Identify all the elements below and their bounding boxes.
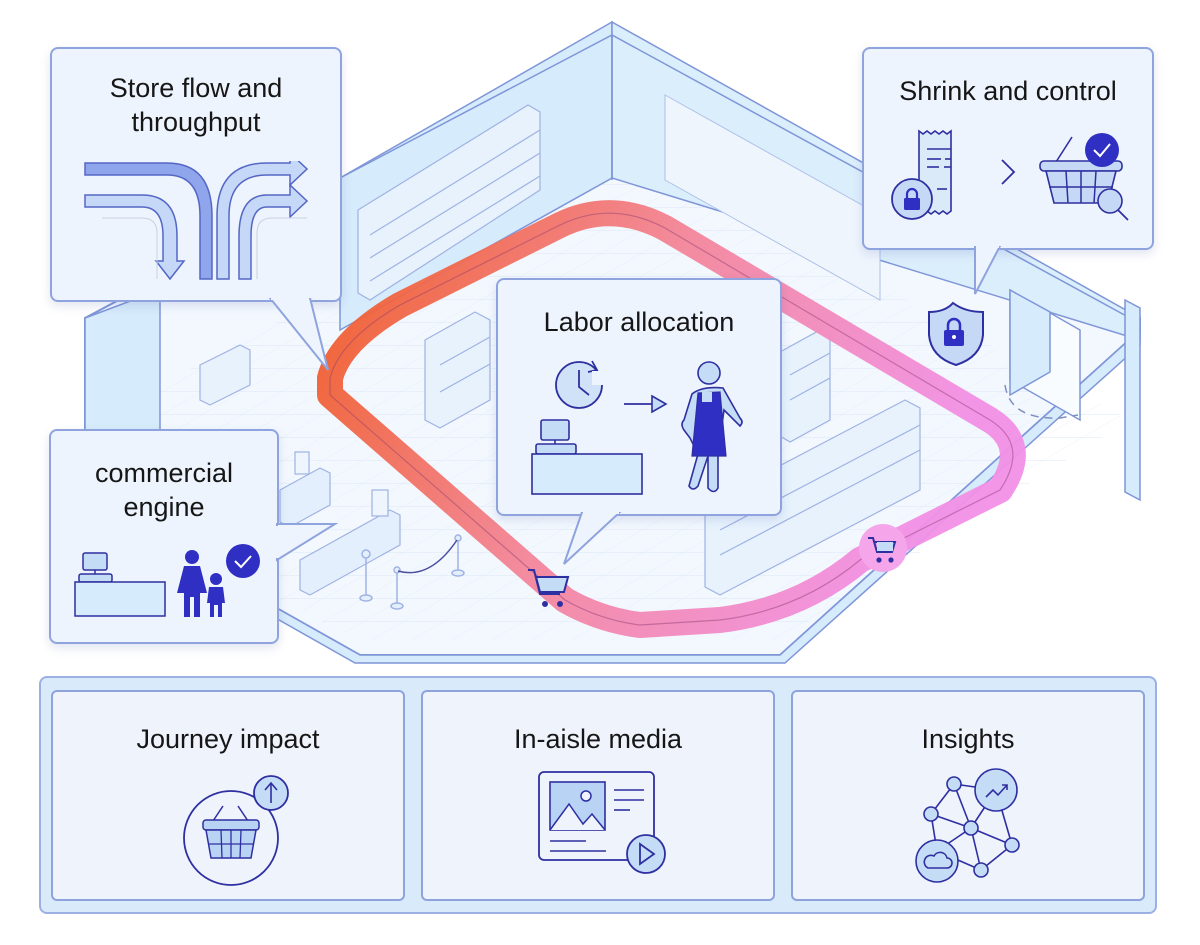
callout-commercial-engine: commercial engine (49, 429, 279, 644)
queue-stanchions (359, 534, 465, 610)
title-line-2: engine (123, 492, 205, 522)
card-insights[interactable]: Insights (791, 690, 1145, 901)
card-insights-title: Insights (921, 724, 1015, 754)
store-entrance-door (1004, 288, 1081, 422)
basket-uplift-icon (183, 775, 289, 886)
check-badge-icon (226, 544, 260, 578)
left-counter (199, 344, 251, 406)
feature-cards-panel: Journey impact In-aisle media Insights (39, 676, 1157, 914)
callout-store-flow: Store flow and throughput (50, 47, 342, 302)
arrow-right-icon (624, 394, 668, 414)
callout-shrink-control: Shrink and control (862, 47, 1154, 250)
checkout-counters (279, 451, 401, 596)
network-insights-icon (915, 768, 1020, 883)
callout-commercial-title: commercial engine (51, 456, 277, 524)
callout-shrink-title: Shrink and control (899, 76, 1117, 106)
callout-labor-allocation: Labor allocation (496, 278, 782, 516)
callout-shrink-pointer (974, 246, 1002, 295)
basket-check-search-icon (1039, 133, 1129, 221)
shopping-cart-icon (868, 537, 897, 563)
media-screen-icon (538, 771, 666, 874)
card-journey-impact[interactable]: Journey impact (51, 690, 405, 901)
customer-journey-path (317, 200, 1026, 638)
clock-refresh-icon (555, 360, 606, 409)
callout-store-flow-title: Store flow and throughput (52, 71, 340, 139)
flow-arrows-icon (84, 161, 309, 281)
chevron-right-icon (1001, 159, 1016, 185)
title-line-1: Store flow and (109, 73, 283, 103)
checkout-counter-icon (74, 552, 166, 617)
locked-receipt-icon (891, 129, 952, 220)
card-in-aisle-media[interactable]: In-aisle media (421, 690, 775, 901)
staff-apron-icon (681, 361, 743, 493)
title-line-1: commercial (94, 458, 234, 488)
family-icon (177, 550, 225, 617)
callout-store-flow-pointer (268, 298, 329, 371)
shield-lock-marker (928, 301, 984, 367)
callout-commercial-pointer (275, 523, 339, 562)
callout-labor-title: Labor allocation (543, 307, 735, 337)
back-wall-shelf (357, 104, 541, 301)
cart-on-path-marker (859, 524, 907, 572)
title-line-2: throughput (131, 107, 261, 137)
checkout-counter-icon (531, 419, 643, 495)
callout-labor-pointer (563, 512, 622, 565)
card-in-aisle-media-title: In-aisle media (513, 724, 683, 754)
cart-on-floor-marker (528, 569, 570, 607)
center-shelf (424, 311, 491, 429)
card-journey-impact-title: Journey impact (136, 724, 320, 754)
